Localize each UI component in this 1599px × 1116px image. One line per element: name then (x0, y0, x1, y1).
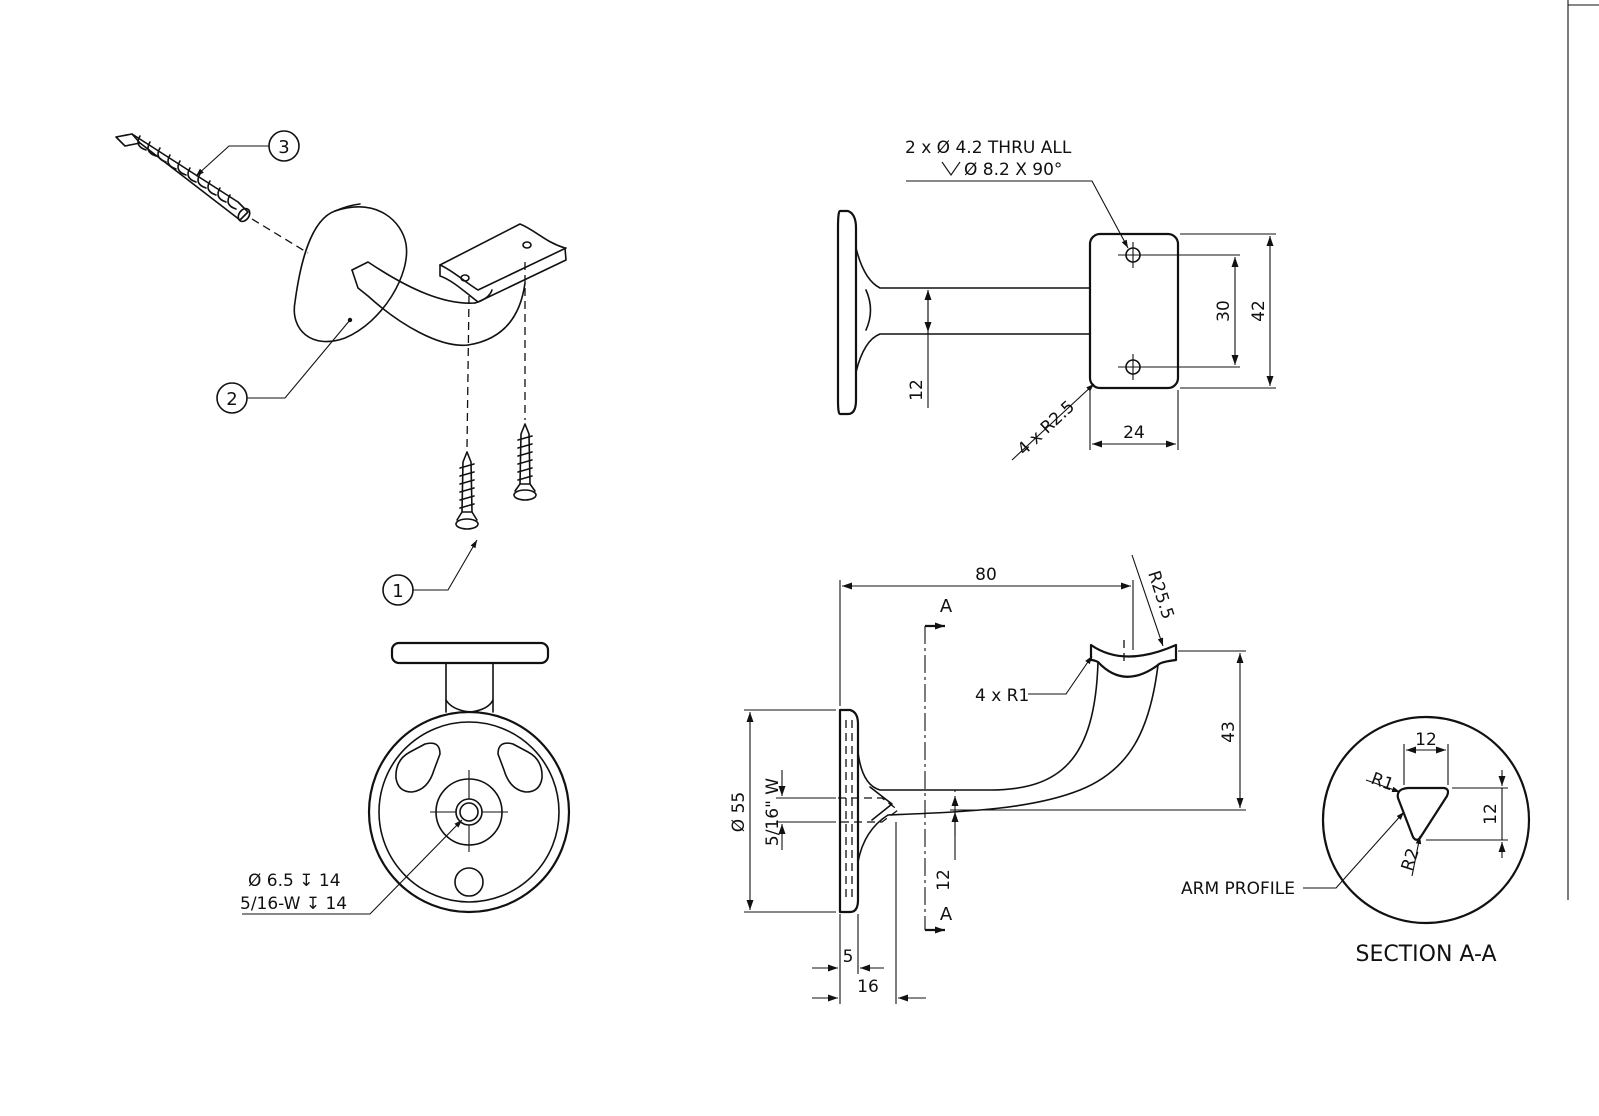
svg-text:1: 1 (392, 581, 403, 602)
front-view: A A 80 R25.5 43 4 x R1 Ø 55 5/16" W 12 (729, 554, 1246, 1004)
svg-text:2 x Ø 4.2 THRU ALL: 2 x Ø 4.2 THRU ALL (905, 138, 1072, 158)
svg-text:Ø 8.2 X 90°: Ø 8.2 X 90° (964, 160, 1062, 180)
svg-text:5: 5 (843, 947, 854, 967)
svg-text:3: 3 (278, 137, 289, 158)
svg-text:12: 12 (1481, 803, 1501, 825)
wall-disk (293, 203, 408, 343)
wood-screw-right (513, 423, 537, 501)
lag-screw (115, 133, 251, 223)
svg-text:ARM PROFILE: ARM PROFILE (1181, 879, 1295, 899)
top-view: 2 x Ø 4.2 THRU ALL Ø 8.2 X 90° 30 42 12 … (836, 138, 1276, 461)
svg-text:12: 12 (907, 379, 927, 401)
balloon-3: 3 (195, 130, 300, 177)
svg-text:80: 80 (975, 565, 997, 585)
svg-text:4 x R1: 4 x R1 (975, 686, 1029, 706)
svg-text:Ø 55: Ø 55 (729, 792, 749, 832)
svg-text:R25.5: R25.5 (1143, 568, 1177, 621)
isometric-exploded-view: 3 2 1 (115, 130, 567, 606)
svg-text:5/16" W: 5/16" W (763, 778, 783, 846)
svg-text:Ø 6.5 ↧ 14: Ø 6.5 ↧ 14 (248, 871, 341, 891)
svg-text:4 x R2.5: 4 x R2.5 (1014, 397, 1079, 460)
balloon-1: 1 (382, 539, 478, 606)
section-a-a: 12 12 R1 R2 ARM PROFILE SECTION A-A (1181, 715, 1531, 967)
wood-screw-left (455, 451, 479, 530)
balloon-2: 2 (216, 317, 353, 414)
svg-text:12: 12 (934, 869, 954, 891)
svg-text:42: 42 (1249, 300, 1269, 322)
svg-text:12: 12 (1415, 730, 1437, 750)
svg-text:5/16-W ↧ 14: 5/16-W ↧ 14 (240, 894, 347, 914)
svg-text:R2: R2 (1398, 846, 1424, 874)
bracket-arm (351, 223, 567, 346)
svg-text:R1: R1 (1368, 769, 1396, 796)
svg-text:16: 16 (857, 977, 879, 997)
svg-text:30: 30 (1214, 300, 1234, 322)
end-view: Ø 6.5 ↧ 14 5/16-W ↧ 14 (240, 641, 571, 915)
svg-text:24: 24 (1123, 423, 1145, 443)
svg-text:A: A (940, 596, 953, 617)
sheet-border (1567, 0, 1599, 900)
svg-text:43: 43 (1219, 721, 1239, 743)
svg-text:A: A (940, 904, 953, 925)
svg-text:2: 2 (226, 389, 237, 410)
section-title: SECTION A-A (1356, 942, 1497, 967)
